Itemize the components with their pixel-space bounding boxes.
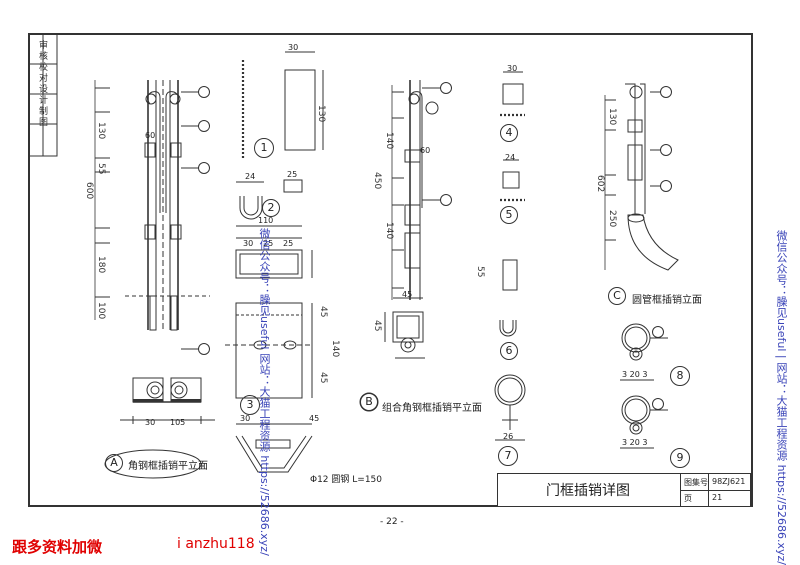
callout-6: 6: [500, 342, 518, 360]
dim-a-55: 55: [96, 163, 106, 175]
leader-ring-a2: [198, 120, 210, 132]
dim-p3-25a: 25: [263, 239, 274, 248]
leader-ring-c1: [660, 86, 672, 98]
leader-ring-a1: [198, 86, 210, 98]
watermark-center: 微信公众号：臊见useful 网站：大猫工程资源 https://52686.x…: [258, 228, 271, 556]
dim-c-130: 130: [607, 108, 617, 126]
dim-c-602: 602: [595, 175, 605, 193]
signature-strip: 审核校对设计制图: [37, 40, 47, 128]
dim-p2-24: 24: [245, 172, 256, 181]
bolt-note: Φ12 圆钢 L=150: [310, 475, 382, 485]
atlas-no-value: 98ZJ621: [712, 477, 746, 486]
leader-ring-c4: [652, 326, 664, 338]
detail-c-title: 圆管框插销立面: [632, 295, 702, 306]
dim-c8-3-20-3: 3 20 3: [622, 370, 648, 379]
callout-4: 4: [500, 124, 518, 142]
dim-c-250: 250: [607, 210, 617, 228]
dim-p1-30: 30: [288, 43, 299, 52]
watermark-right: 微信公众号：臊见useful | 网站：大猫工程资源 https://52686…: [775, 230, 788, 565]
callout-2: 2: [262, 199, 280, 217]
dim-b-140a: 140: [384, 132, 394, 150]
detail-b-marker: B: [360, 393, 378, 411]
dim-p3-bottom-30: 30: [240, 414, 251, 423]
callout-8: 8: [670, 366, 690, 386]
leader-ring-c3: [660, 180, 672, 192]
dim-p3-45b: 45: [318, 372, 328, 384]
dim-b-plan-45v: 45: [372, 320, 382, 332]
leader-ring-c5: [652, 398, 664, 410]
promo-id: i anzhu118: [177, 536, 255, 552]
promo-text: 跟多资料加微: [12, 538, 103, 556]
dim-c9-3-20-3: 3 20 3: [622, 438, 648, 447]
dim-p3-30: 30: [243, 239, 254, 248]
detail-c-marker: C: [608, 287, 626, 305]
leader-ring-b2: [440, 194, 452, 206]
dim-p4-30: 30: [507, 64, 518, 73]
callout-3: 3: [240, 395, 260, 415]
dim-p3-140: 140: [330, 340, 340, 358]
dim-a-600: 600: [84, 182, 94, 200]
callout-1: 1: [254, 138, 274, 158]
leader-ring-a3: [198, 162, 210, 174]
page-no-value: 21: [712, 493, 723, 502]
detail-a-title: 角钢框插销平立面: [128, 461, 208, 472]
dim-p2-25: 25: [287, 170, 298, 179]
dim-p6-55: 55: [475, 266, 485, 278]
dim-p1-130: 130: [316, 105, 326, 123]
leader-ring-c2: [660, 144, 672, 156]
dim-p5-24: 24: [505, 153, 516, 162]
dim-a-100: 100: [96, 302, 106, 320]
page-label: 页: [684, 494, 692, 503]
page-footer: - 22 -: [380, 517, 404, 527]
drawing-frame: [28, 33, 753, 507]
callout-5: 5: [500, 206, 518, 224]
dim-p3-25b: 25: [283, 239, 294, 248]
dim-b-450: 450: [372, 172, 382, 190]
callout-7: 7: [498, 446, 518, 466]
dim-a-plan-105: 105: [170, 418, 186, 427]
dim-a-60: 60: [145, 131, 156, 140]
dim-a-130: 130: [96, 122, 106, 140]
dim-b-140b: 140: [384, 222, 394, 240]
dim-p3-110: 110: [258, 216, 274, 225]
title-block: 门框插销详图 图集号 98ZJ621 页 21: [497, 473, 751, 507]
dim-a-plan-30: 30: [145, 418, 156, 427]
sheet-title: 门框插销详图: [546, 483, 630, 499]
dim-b-plan-45: 45: [402, 290, 413, 299]
atlas-no-label: 图集号: [684, 478, 708, 487]
detail-a-marker: A: [105, 454, 123, 472]
leader-ring-a4: [198, 343, 210, 355]
dim-a-180: 180: [96, 256, 106, 274]
dim-p7-26: 26: [503, 432, 514, 441]
dim-p3-45a: 45: [318, 306, 328, 318]
dim-p3-bottom-45: 45: [309, 414, 320, 423]
callout-9: 9: [670, 448, 690, 468]
leader-ring-b1: [440, 82, 452, 94]
detail-b-title: 组合角钢框插销平立面: [382, 403, 482, 414]
dim-b-60: 60: [420, 146, 431, 155]
